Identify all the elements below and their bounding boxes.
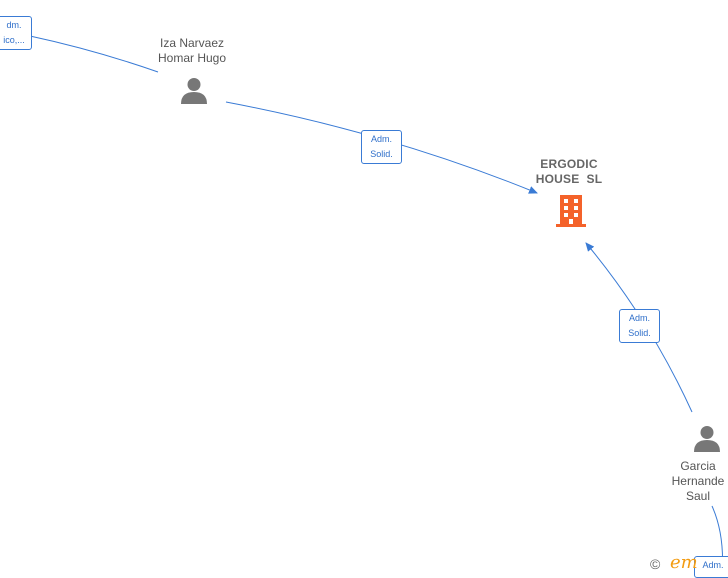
person-garcia-line3: Saul <box>685 489 711 503</box>
company-name-label: ERGODIC HOUSE SL <box>518 157 620 187</box>
person-garcia-label: Garcia Hernande Saul <box>668 459 728 504</box>
person-garcia-line2: Hernande <box>671 474 725 488</box>
building-icon[interactable] <box>555 193 587 229</box>
edge-label-iza-company[interactable]: Adm. Solid. <box>361 130 402 164</box>
edge-topleft-line <box>29 35 159 73</box>
person-iza-line2: Homar Hugo <box>157 51 227 65</box>
company-name-line2: HOUSE SL <box>535 172 603 186</box>
brand-logo: em <box>670 553 698 573</box>
edge-label-garcia-company[interactable]: Adm. Solid. <box>619 309 660 343</box>
person-icon[interactable] <box>692 424 722 454</box>
person-icon[interactable] <box>179 76 209 106</box>
copyright-symbol: © <box>650 556 661 572</box>
person-garcia-line1: Garcia <box>680 459 716 473</box>
company-name-line1: ERGODIC <box>540 157 598 171</box>
edge-label-topleft[interactable]: dm. ico,... <box>0 16 32 50</box>
person-iza-label: Iza Narvaez Homar Hugo <box>132 36 252 66</box>
person-iza-line1: Iza Narvaez <box>159 36 225 50</box>
